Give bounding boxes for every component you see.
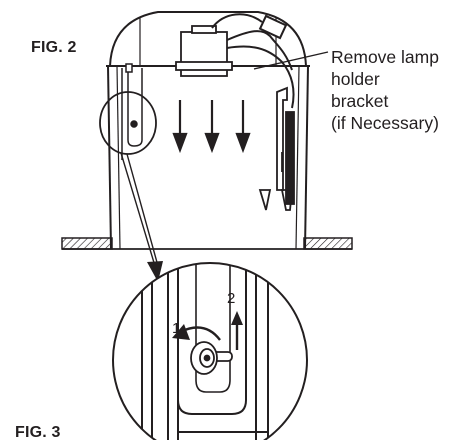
figure-2-label: FIG. 2 (31, 39, 77, 56)
rotate-arrowhead (172, 324, 190, 340)
step-1-label: 1 (172, 320, 181, 337)
lift-arrowhead (231, 311, 243, 325)
callout-line-2: holder (331, 69, 380, 89)
housing (106, 11, 310, 250)
callout-text: Remove lamp holder bracket (if Necessary… (331, 46, 439, 134)
detail-leader (120, 152, 156, 267)
callout-line-4: (if Necessary) (331, 113, 439, 133)
ceiling-right (303, 237, 353, 250)
detail-leader-2 (126, 153, 159, 267)
lamp-holder-bracket (258, 86, 295, 211)
down-arrows (172, 100, 251, 154)
detail-marker (99, 91, 157, 155)
callout-line-3: bracket (331, 91, 389, 111)
adjustment-knob (190, 341, 233, 375)
housing-clip (121, 63, 143, 160)
figure-3-label: FIG. 3 (15, 424, 61, 441)
callout-line-1: Remove lamp (331, 47, 439, 67)
callout-leader (253, 51, 329, 70)
junction-box (175, 25, 233, 77)
step-2-label: 2 (227, 290, 236, 307)
ceiling-left (61, 237, 113, 250)
detail-contents (141, 263, 269, 445)
